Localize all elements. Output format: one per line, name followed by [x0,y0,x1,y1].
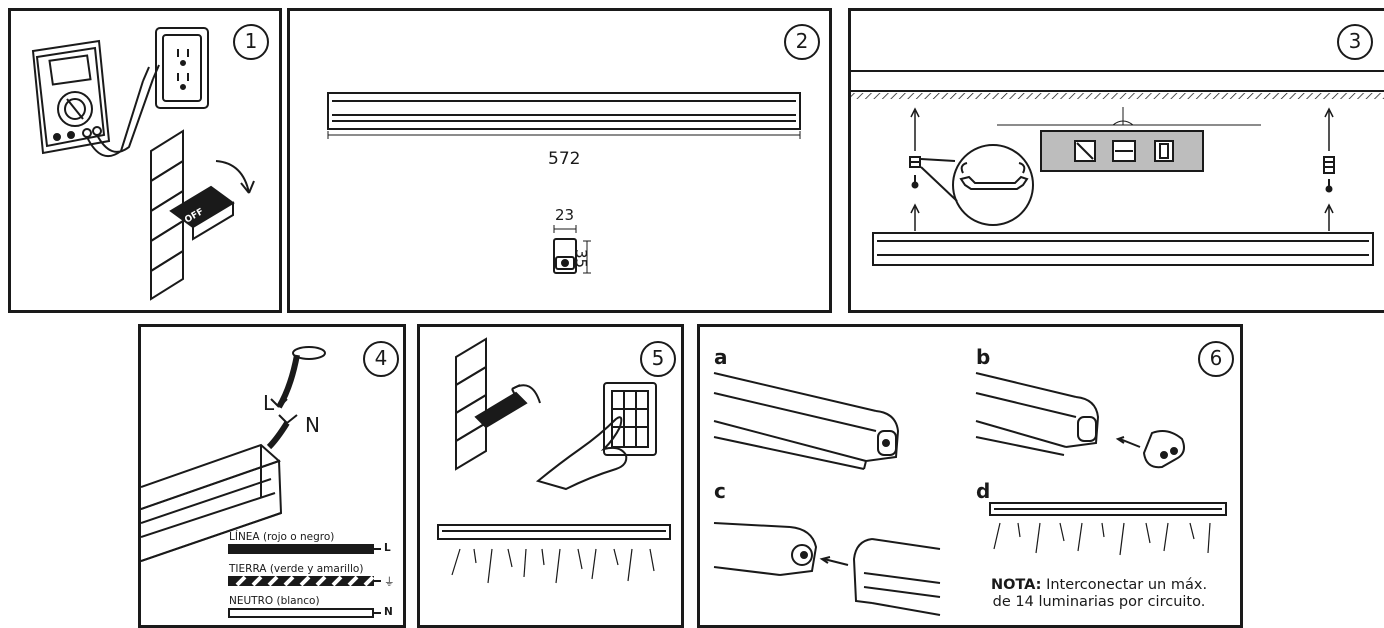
luminaire-perspective [141,443,283,562]
sub-b-luminaire-connector [975,372,1185,469]
height-label: 35 [572,249,590,269]
legend-ground-label: TIERRA (verde y amarillo) [229,563,364,575]
step-number-2: 2 [784,24,820,60]
sub-d-light-rays [993,522,1211,556]
sub-d-luminaire-lit [989,502,1227,516]
note-text-line1: Interconectar un máx. [1041,577,1208,593]
wall-outlet-icon [155,27,209,109]
luminaire-body [872,232,1374,266]
panel-step-3: 3 [848,8,1384,313]
sub-label-a: a [714,345,728,369]
panel-step-1: OFF 1 [8,8,282,313]
length-dimension-line [327,131,801,274]
hand-icon [535,416,628,491]
breaker-on-icon [455,337,541,471]
panel-3-drawing [851,70,1384,266]
width-label: 23 [555,206,575,224]
luminaire-side-view [327,92,801,130]
panel-step-5: ON 5 [417,324,684,628]
breaker-off-icon [150,129,255,301]
step-number-3: 3 [1337,24,1373,60]
luminaire-lit [437,524,671,540]
light-rays [451,548,655,584]
step-number-1: 1 [233,24,269,60]
multimeter-icon [31,39,160,158]
sub-label-d: d [976,479,991,503]
ground-symbol-icon: ⏚ [384,576,395,588]
sub-label-b: b [976,345,991,369]
legend-neutral-label: NEUTRO (blanco) [229,595,320,607]
sub-c-interconnect [713,522,941,616]
step-number-5: 5 [640,341,676,377]
note-text-line2: de 14 luminarias por circuito. [992,594,1206,610]
luminaire-end-view [553,238,577,274]
legend-neutral-tag: N [384,606,393,618]
panel-step-6: a b c d NOTA: Interconectar un máx. de 1… [697,324,1243,628]
panel-6-drawing [713,372,1227,616]
panel-1-drawing: OFF [31,27,255,301]
mounting-clips [909,156,1335,193]
mounting-bracket [997,107,1261,172]
panel-5-drawing: ON [437,337,671,584]
wire-label-n: N [305,413,320,437]
note-bold: NOTA: [990,577,1042,593]
legend-line-tag: L [384,542,391,554]
interconnect-note: NOTA: Interconectar un máx. de 14 lumina… [954,577,1240,611]
wall-switch-icon [603,382,657,456]
sub-label-c: c [714,479,726,503]
sub-a-luminaire-end [713,372,900,470]
length-label: 572 [548,149,581,169]
panel-4-drawing [141,346,381,618]
ceiling [851,70,1384,99]
ceiling-wire-box [266,346,326,450]
step-number-4: 4 [363,341,399,377]
clip-detail-magnified [920,144,1034,226]
panel-step-2: 572 23 35 2 [287,8,832,313]
legend-line-label: LÍNEA (rojo o negro) [229,531,335,543]
wire-legend [228,544,381,618]
panel-2-drawing [327,92,801,274]
step-number-6: 6 [1198,341,1234,377]
mounting-arrows [910,107,1334,231]
panel-step-4: L N LÍNEA (rojo o negro) L TIERRA (verde… [138,324,406,628]
wire-label-l: L [263,391,275,415]
